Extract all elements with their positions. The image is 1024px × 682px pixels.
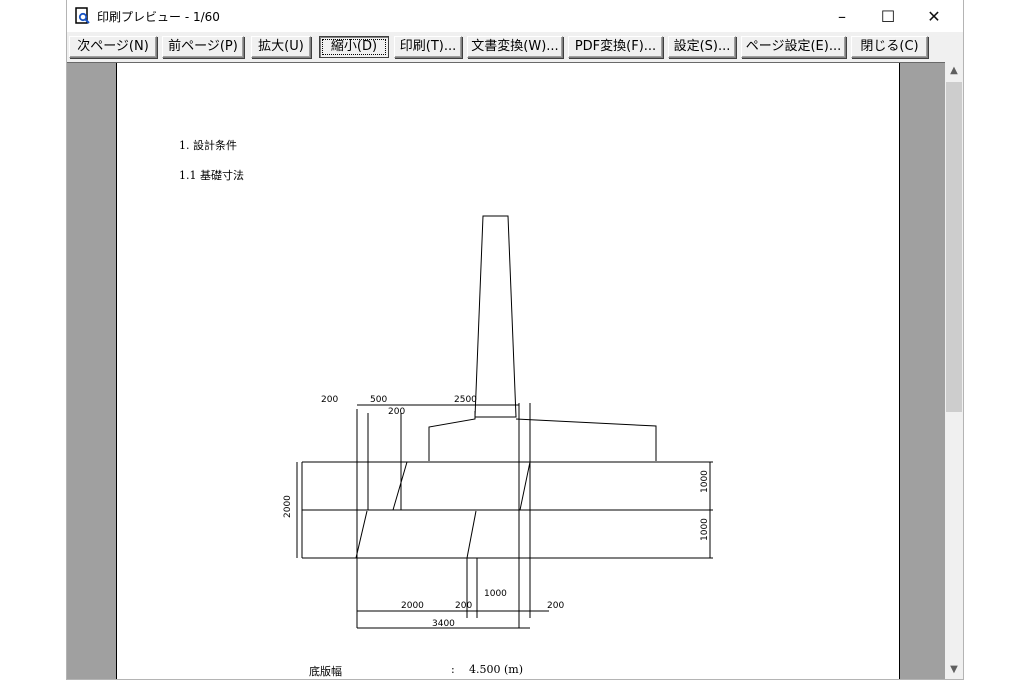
pdf-convert-button[interactable]: PDF変換(F)... <box>568 36 663 58</box>
dim-1000-bottom: 1000 <box>484 589 507 599</box>
close-button[interactable]: 閉じる(C) <box>851 36 928 58</box>
preview-viewport: 1. 設計条件 1.1 基礎寸法 <box>67 62 945 679</box>
window-title: 印刷プレビュー - 1/60 <box>97 10 220 24</box>
toolbar: 次ページ(N) 前ページ(P) 拡大(U) 縮小(D) 印刷(T)... 文書変… <box>67 34 963 61</box>
document-page: 1. 設計条件 1.1 基礎寸法 <box>116 63 900 679</box>
print-button[interactable]: 印刷(T)... <box>394 36 462 58</box>
heading-foundation-dimensions: 1.1 基礎寸法 <box>179 169 244 182</box>
footing-left-edge <box>428 411 476 461</box>
maximize-button[interactable]: ☐ <box>880 6 896 26</box>
dim-200-left: 200 <box>321 395 338 405</box>
title-bar: 印刷プレビュー - 1/60 – ☐ ✕ <box>67 0 963 32</box>
heading-design-conditions: 1. 設計条件 <box>179 139 237 152</box>
minimize-button[interactable]: – <box>838 6 846 26</box>
zoom-in-button[interactable]: 拡大(U) <box>251 36 311 58</box>
scrollbar-thumb[interactable] <box>946 82 962 412</box>
dim-1000-upper: 1000 <box>700 470 710 493</box>
doc-convert-button[interactable]: 文書変換(W)... <box>467 36 563 58</box>
dim-2000-bottom: 2000 <box>401 601 424 611</box>
scroll-down-icon[interactable]: ▼ <box>950 664 958 675</box>
dim-500: 500 <box>370 395 387 405</box>
vertical-scrollbar[interactable]: ▲ ▼ <box>945 62 963 678</box>
zoom-out-button[interactable]: 縮小(D) <box>319 36 389 58</box>
dim-200-bottom-right: 200 <box>547 601 564 611</box>
base-width-label: 底版幅 <box>309 665 342 678</box>
column-shape <box>474 215 517 418</box>
dim-200-bottom-mid: 200 <box>455 601 472 611</box>
settings-button[interactable]: 設定(S)... <box>668 36 736 58</box>
base-width-colon: : <box>451 663 455 676</box>
dim-200-inner: 200 <box>388 407 405 417</box>
foundation-drawing: 200 500 200 2500 2000 1000 1000 2000 200… <box>283 215 713 629</box>
prev-page-button[interactable]: 前ページ(P) <box>162 36 244 58</box>
print-preview-icon <box>75 7 90 24</box>
base-width-value: 4.500 (m) <box>469 663 524 676</box>
print-preview-window: 印刷プレビュー - 1/60 – ☐ ✕ 次ページ(N) 前ページ(P) 拡大(… <box>66 0 964 680</box>
page-setup-button[interactable]: ページ設定(E)... <box>741 36 846 58</box>
scroll-up-icon[interactable]: ▲ <box>950 65 958 76</box>
dim-1000-lower: 1000 <box>700 518 710 541</box>
dim-3400: 3400 <box>432 619 455 629</box>
next-page-button[interactable]: 次ページ(N) <box>69 36 157 58</box>
dim-2500: 2500 <box>454 395 477 405</box>
dim-2000-vertical: 2000 <box>283 495 293 518</box>
footing-right-edge <box>515 418 657 461</box>
close-window-button[interactable]: ✕ <box>927 6 941 26</box>
